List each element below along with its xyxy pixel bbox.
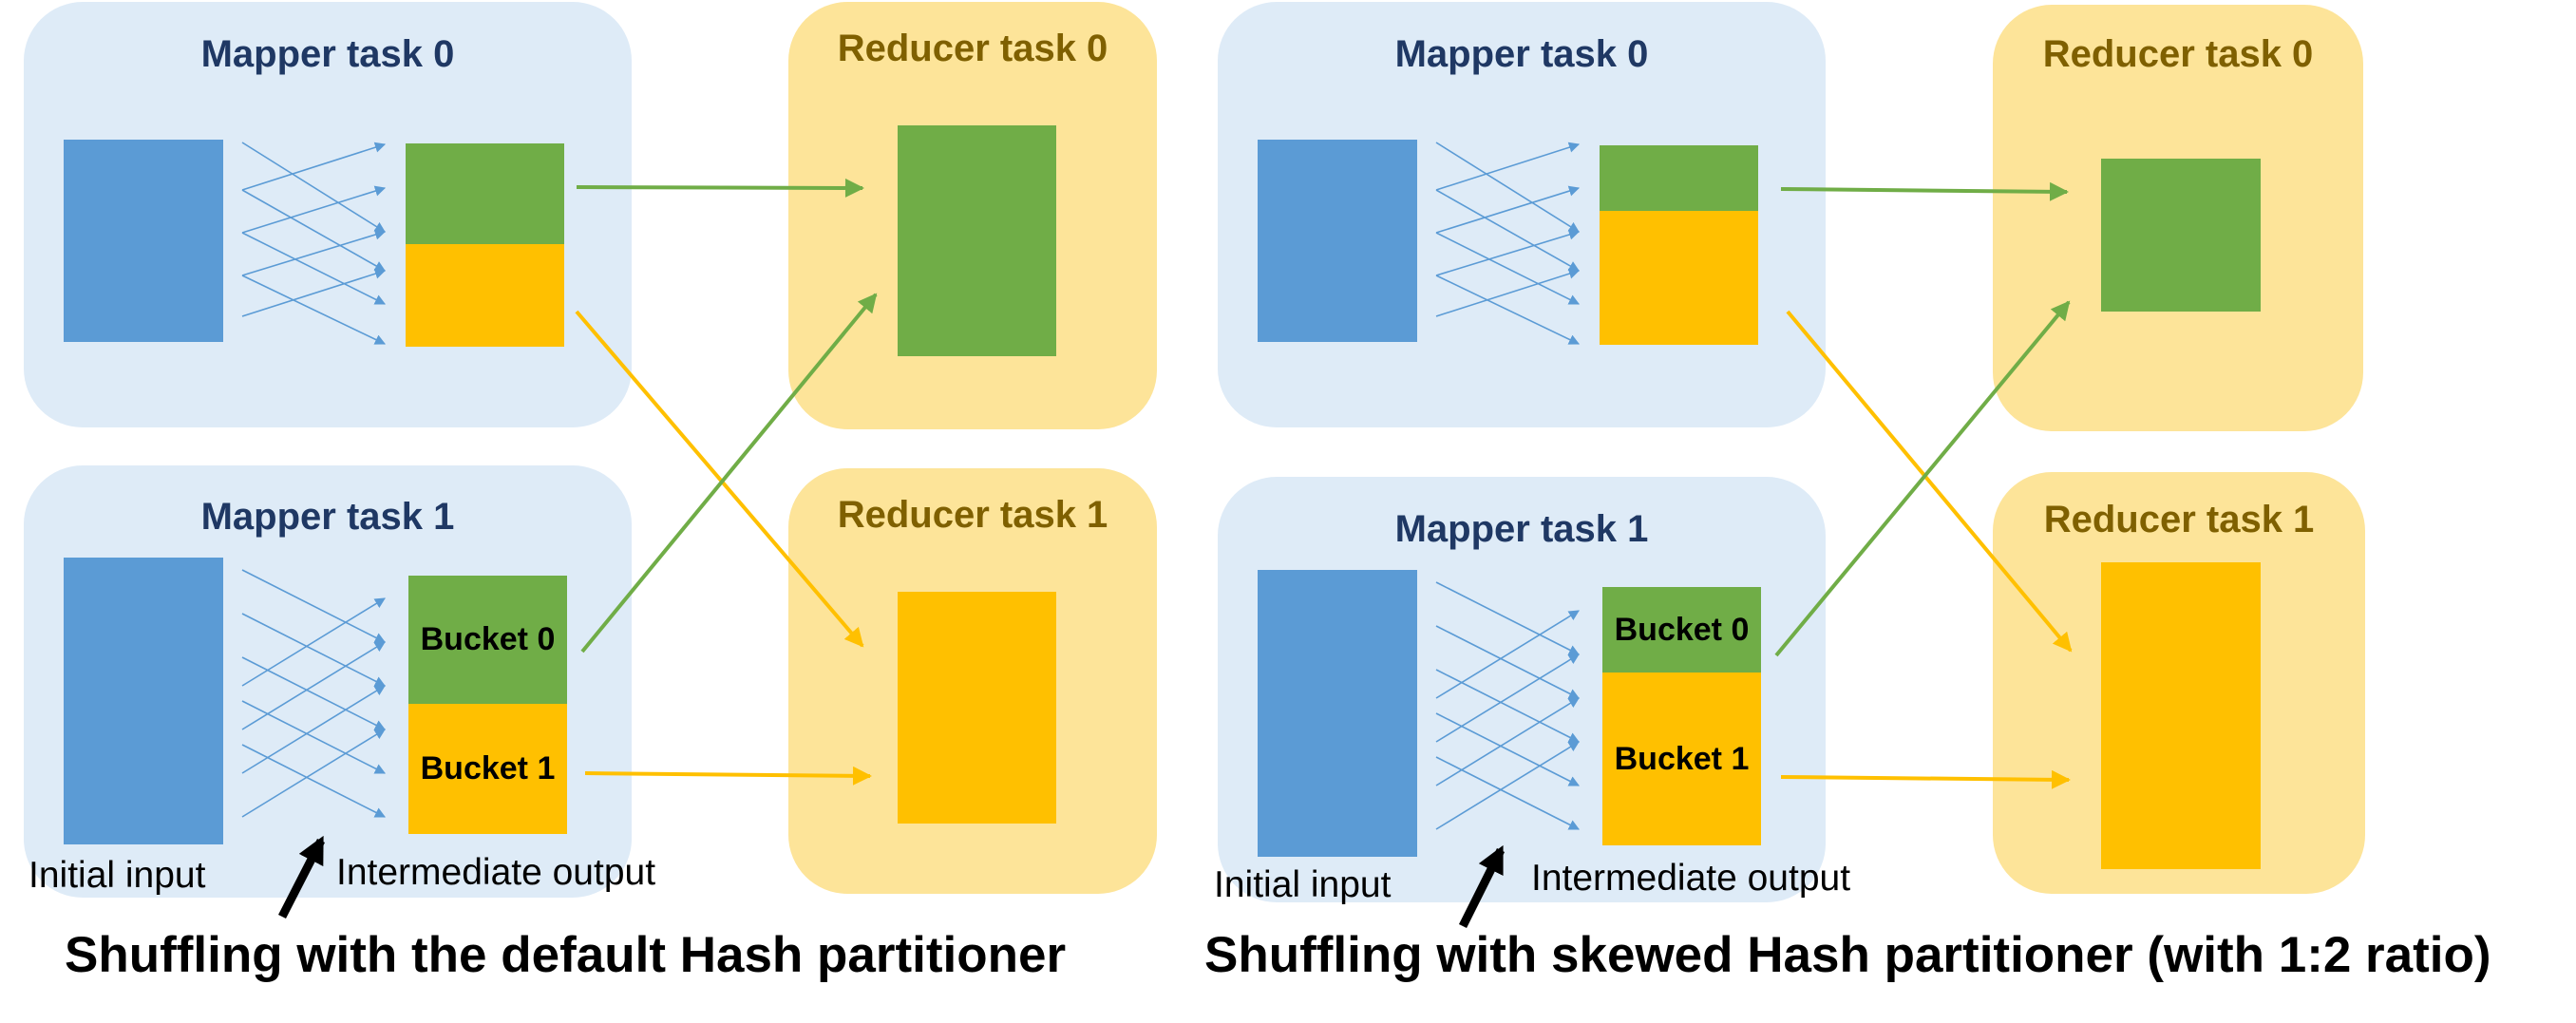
right-mapper-1-bucket-1: Bucket 1 [1602, 673, 1761, 845]
left-reducer-0-block [898, 125, 1056, 356]
left-mapper-1-bucket-1: Bucket 1 [408, 704, 567, 834]
left-initial-input-label: Initial input [28, 855, 206, 896]
left-mapper-0-input-block [64, 140, 223, 342]
right-intermediate-output-label: Intermediate output [1531, 858, 1851, 899]
left-reducer-1-block [898, 592, 1056, 824]
left-mapper-task-1-title: Mapper task 1 [200, 496, 455, 538]
right-mapper-0-bucket-0 [1600, 145, 1758, 211]
right-reducer-1-block [2101, 562, 2261, 869]
left-intermediate-output-label: Intermediate output [336, 852, 656, 893]
left-reducer-task-0-title: Reducer task 0 [837, 28, 1108, 69]
right-mapper-task-1-title: Mapper task 1 [1394, 508, 1649, 550]
right-mapper-0-input-block [1258, 140, 1417, 342]
right-bucket-0-label: Bucket 0 [1614, 611, 1750, 648]
right-mapper-1-input-block [1258, 570, 1417, 857]
right-bucket-1-label: Bucket 1 [1614, 740, 1750, 777]
left-subtitle: Shuffling with the default Hash partitio… [65, 927, 1067, 983]
right-reducer-task-1-title: Reducer task 1 [2043, 499, 2315, 540]
right-mapper-task-0-title: Mapper task 0 [1394, 33, 1649, 75]
right-mapper-1-bucket-0: Bucket 0 [1602, 587, 1761, 673]
left-mapper-task-0-title: Mapper task 0 [200, 33, 455, 75]
right-initial-input-label: Initial input [1214, 864, 1392, 905]
left-reducer-task-1-title: Reducer task 1 [837, 494, 1108, 536]
right-mapper-0-bucket-1 [1600, 211, 1758, 345]
left-mapper-0-bucket-1 [406, 244, 564, 347]
left-mapper-0-bucket-0 [406, 143, 564, 244]
right-reducer-0-block [2101, 159, 2261, 312]
right-reducer-task-0-title: Reducer task 0 [2042, 33, 2314, 75]
left-bucket-1-label: Bucket 1 [420, 750, 556, 786]
left-mapper-1-input-block [64, 558, 223, 844]
left-bucket-0-label: Bucket 0 [420, 621, 556, 657]
right-subtitle: Shuffling with skewed Hash partitioner (… [1204, 927, 2491, 983]
left-mapper-1-bucket-0: Bucket 0 [408, 576, 567, 704]
